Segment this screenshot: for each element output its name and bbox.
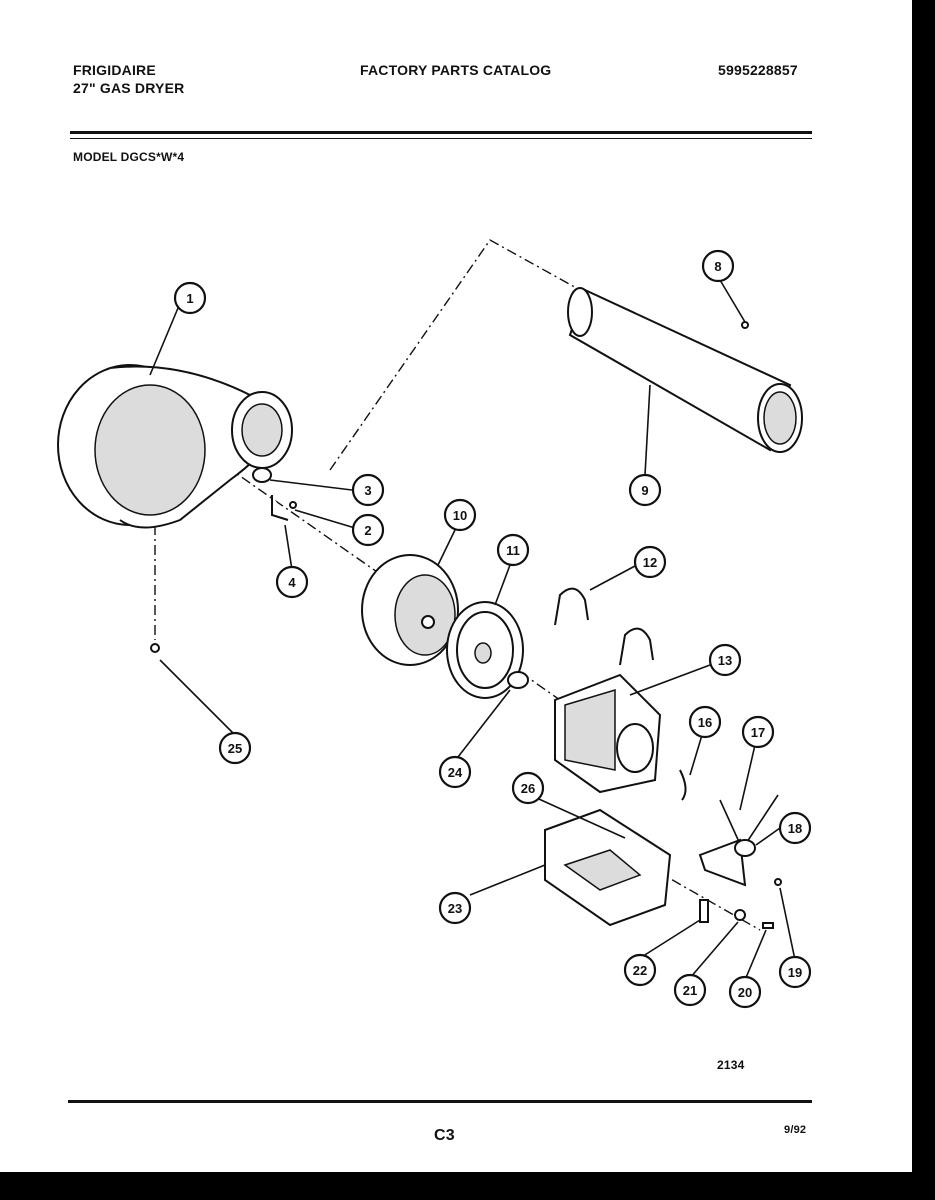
callout-19: 19 [778, 955, 812, 989]
catalog-number: 5995228857 [718, 62, 798, 78]
callout-24: 24 [438, 755, 472, 789]
leader-lines [149, 279, 796, 981]
svg-text:11: 11 [506, 543, 520, 558]
callout-10: 10 [443, 498, 477, 532]
svg-text:10: 10 [453, 508, 467, 523]
assembly-line-duct [329, 239, 581, 471]
callout-11: 11 [496, 533, 530, 567]
callout-12: 12 [633, 545, 667, 579]
drive-motor [554, 673, 662, 794]
header-rule-thin [70, 138, 812, 139]
callout-4: 4 [275, 565, 309, 599]
svg-text:20: 20 [738, 985, 752, 1000]
callout-13: 13 [708, 643, 742, 677]
product-name: 27" GAS DRYER [73, 80, 185, 96]
callout-22: 22 [623, 953, 657, 987]
callout-3: 3 [351, 473, 385, 507]
svg-text:23: 23 [448, 901, 462, 916]
svg-text:4: 4 [288, 575, 296, 590]
callout-1: 1 [173, 281, 207, 315]
model-label: MODEL DGCS*W*4 [73, 150, 185, 164]
footer-rule [68, 1100, 812, 1103]
callout-16: 16 [688, 705, 722, 739]
callout-25: 25 [218, 731, 252, 765]
callout-18: 18 [778, 811, 812, 845]
motor-clamps [554, 587, 654, 666]
catalog-page: FRIGIDAIRE 27" GAS DRYER FACTORY PARTS C… [0, 0, 912, 1172]
brand-name: FRIGIDAIRE [73, 62, 156, 78]
svg-text:21: 21 [683, 983, 697, 998]
small-fasteners [150, 321, 749, 653]
svg-text:1: 1 [186, 291, 193, 306]
exhaust-duct [567, 287, 803, 453]
svg-text:9: 9 [641, 483, 648, 498]
svg-text:17: 17 [751, 725, 765, 740]
svg-text:3: 3 [364, 483, 371, 498]
exploded-parts-diagram: 1 2 3 4 8 9 10 11 12 13 16 17 18 19 20 2… [57, 239, 812, 1009]
svg-text:25: 25 [228, 741, 242, 756]
svg-text:16: 16 [698, 715, 712, 730]
revision-date: 9/92 [784, 1124, 807, 1136]
callout-21: 21 [673, 973, 707, 1007]
drawing-number: 2134 [717, 1058, 745, 1072]
seal-plate [446, 601, 529, 699]
switch-bracket [679, 769, 782, 929]
svg-text:26: 26 [521, 781, 535, 796]
catalog-title: FACTORY PARTS CATALOG [360, 62, 552, 78]
callout-17: 17 [741, 715, 775, 749]
header-rule [70, 131, 812, 134]
svg-text:18: 18 [788, 821, 802, 836]
callout-23: 23 [438, 891, 472, 925]
svg-text:19: 19 [788, 965, 802, 980]
svg-text:8: 8 [714, 259, 721, 274]
svg-text:24: 24 [448, 765, 463, 780]
motor-base [544, 808, 672, 927]
page-code: C3 [434, 1127, 455, 1144]
callout-2: 2 [351, 513, 385, 547]
svg-text:13: 13 [718, 653, 732, 668]
callout-8: 8 [701, 249, 735, 283]
svg-text:12: 12 [643, 555, 657, 570]
svg-text:2: 2 [364, 523, 371, 538]
blower-wheel [361, 554, 459, 666]
blower-housing [57, 364, 293, 529]
svg-text:22: 22 [633, 963, 647, 978]
callout-20: 20 [728, 975, 762, 1009]
callout-26: 26 [511, 771, 545, 805]
callout-9: 9 [628, 473, 662, 507]
